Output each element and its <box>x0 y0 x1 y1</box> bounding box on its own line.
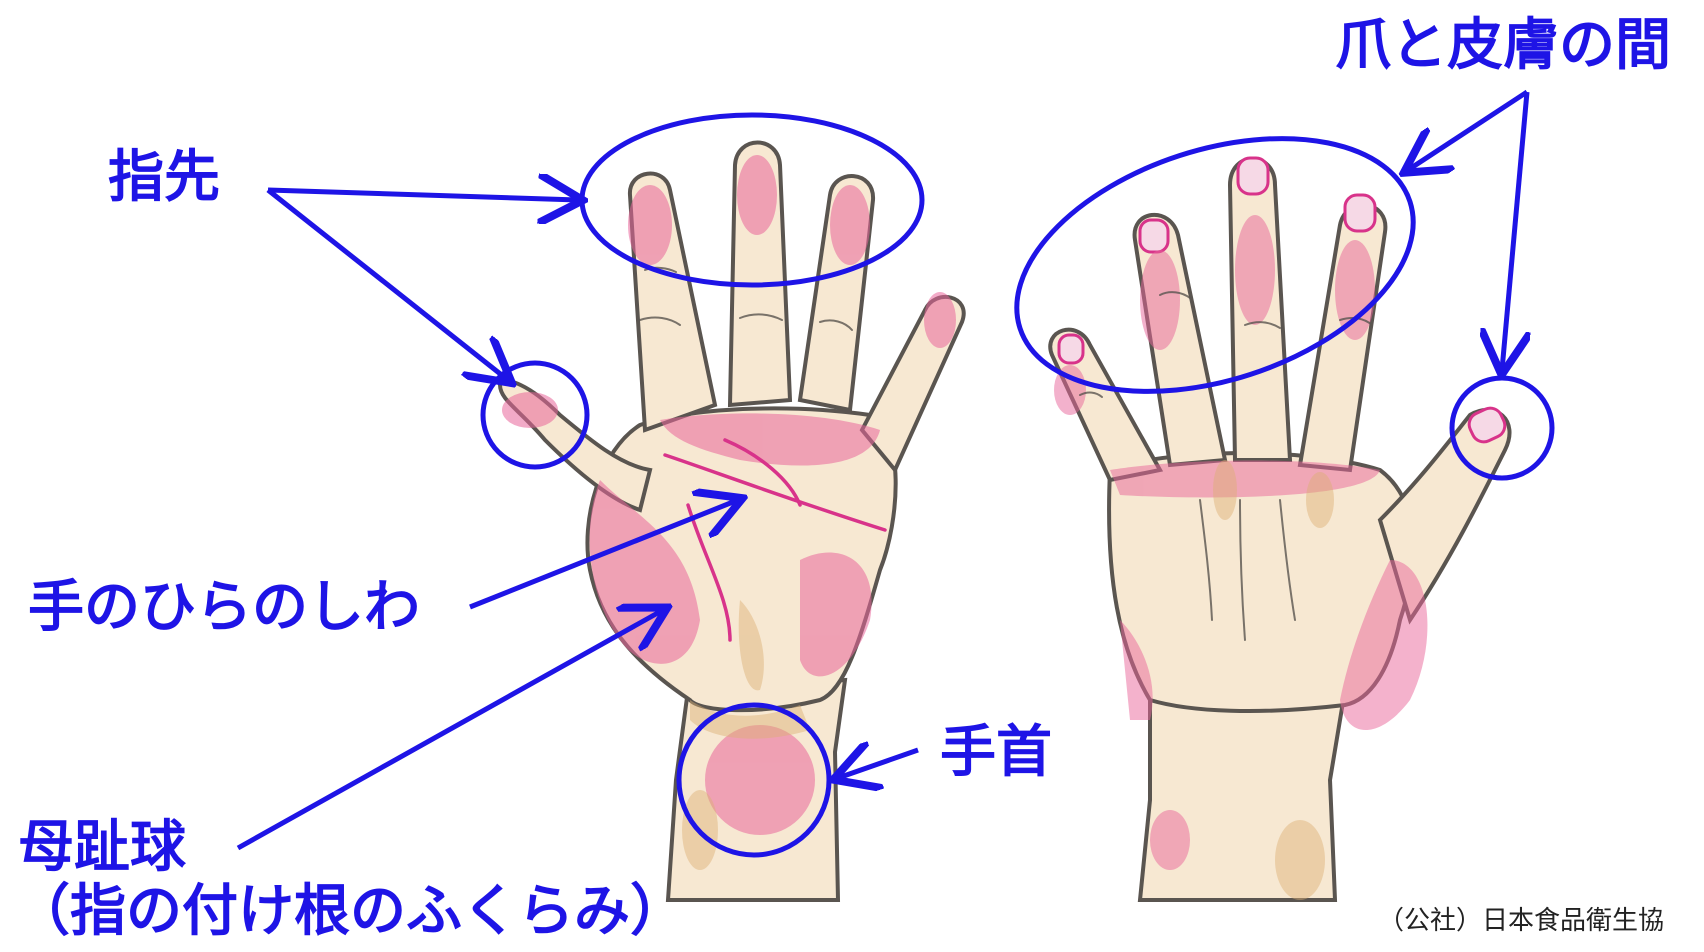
arrow-wrist <box>838 750 918 778</box>
arrow-nail-thumb <box>1502 92 1527 370</box>
label-fingertips: 指先 <box>108 150 220 206</box>
label-palm-creases: 手のひらのしわ <box>28 580 420 636</box>
arrow-fingertips-thumb <box>268 190 508 380</box>
arrow-fingertips-top <box>268 190 578 200</box>
arrow-thenar <box>238 610 663 848</box>
left-hand-palm <box>500 143 964 901</box>
label-thenar-note: （指の付け根のふくらみ） <box>14 884 686 940</box>
right-index-finger <box>1300 205 1385 470</box>
label-nail-skin-gap: 爪と皮膚の間 <box>1335 18 1671 74</box>
credit-text: （公社）日本食品衛生協 <box>1378 908 1664 934</box>
label-wrist: 手首 <box>940 725 1052 781</box>
arrow-nail-fingers <box>1408 92 1527 170</box>
right-hand-back <box>1050 158 1509 900</box>
label-thenar: 母趾球 <box>18 820 186 876</box>
